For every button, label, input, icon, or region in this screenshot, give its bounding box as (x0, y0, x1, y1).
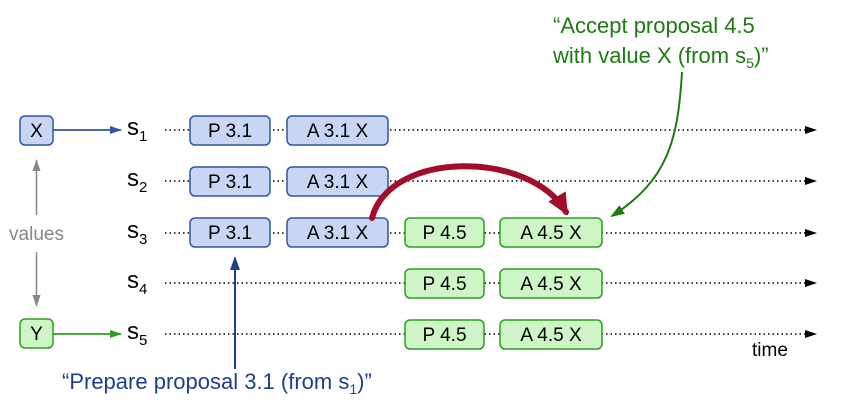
value-y-label: Y (30, 324, 43, 345)
msg-label: A 3.1 X (307, 223, 369, 244)
value-x-label: X (30, 121, 43, 142)
value-box-y: Y (19, 318, 54, 349)
msg-s1-prepare-3-1: P 3.1 (189, 115, 271, 146)
accept-annotation-line1: “Accept proposal 4.5 (553, 13, 755, 38)
msg-label: A 3.1 X (307, 172, 369, 193)
msg-label: A 4.5 X (520, 274, 582, 295)
server-labels: s1 s2 s3 s4 s5 (127, 114, 147, 349)
server-label-s5: s5 (127, 318, 147, 349)
server-label-s3: s3 (127, 217, 147, 248)
timelines (165, 126, 817, 338)
msg-s2-prepare-3-1: P 3.1 (189, 166, 271, 197)
msg-label: P 3.1 (208, 121, 252, 142)
msg-s2-accept-3-1: A 3.1 X (286, 166, 389, 197)
msg-label: A 4.5 X (520, 325, 582, 346)
msg-label: P 3.1 (208, 172, 252, 193)
msg-label: P 4.5 (422, 274, 466, 295)
accept-annotation: “Accept proposal 4.5 with value X (from … (552, 13, 769, 218)
msg-label: P 3.1 (208, 223, 252, 244)
msg-s5-prepare-4-5: P 4.5 (404, 319, 485, 350)
msg-s4-accept-4-5: A 4.5 X (499, 268, 603, 299)
msg-label: A 4.5 X (520, 223, 582, 244)
msg-s3-accept-3-1: A 3.1 X (286, 217, 389, 248)
msg-s4-prepare-4-5: P 4.5 (404, 268, 485, 299)
msg-label: P 4.5 (422, 325, 466, 346)
accept-annotation-line2: with value X (from s5)” (552, 43, 769, 71)
msg-s1-accept-3-1: A 3.1 X (286, 115, 389, 146)
msg-label: A 3.1 X (307, 121, 369, 142)
msg-s5-accept-4-5: A 4.5 X (499, 319, 603, 350)
values-label: values (9, 224, 64, 245)
msg-s3-prepare-3-1: P 3.1 (189, 217, 271, 248)
msg-s3-prepare-4-5: P 4.5 (404, 217, 485, 248)
server-label-s1: s1 (127, 114, 147, 145)
time-label: time (752, 340, 788, 361)
msg-label: P 4.5 (422, 223, 466, 244)
server-label-s2: s2 (127, 165, 147, 196)
value-box-x: X (19, 115, 54, 146)
server-label-s4: s4 (127, 267, 147, 298)
prepare-annotation: “Prepare proposal 3.1 (from s1)” (62, 256, 372, 397)
accept-annotation-arrow (610, 71, 683, 218)
prepare-annotation-text: “Prepare proposal 3.1 (from s1)” (62, 369, 372, 397)
value-carry-arrow (369, 163, 569, 221)
msg-s3-accept-4-5: A 4.5 X (499, 217, 603, 248)
